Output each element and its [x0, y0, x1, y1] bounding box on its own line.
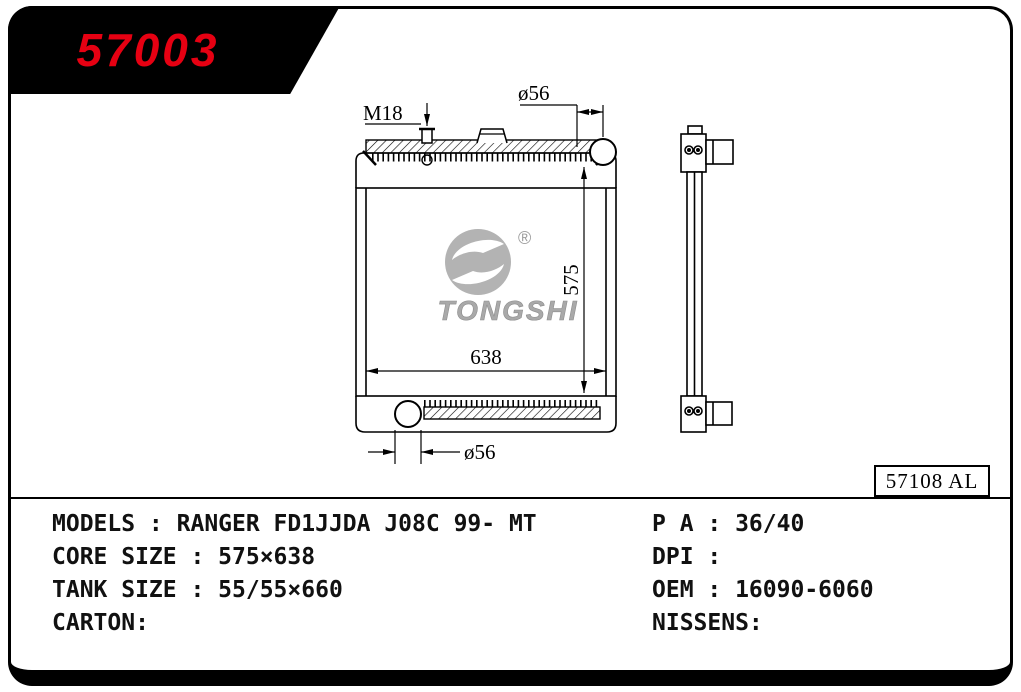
top-port-label: ø56 [518, 81, 550, 105]
material-code-box: 57108 AL [874, 465, 990, 497]
width-label: 638 [470, 345, 502, 369]
spec-core-size: CORE SIZE : 575×638 [52, 544, 316, 570]
radiator-front-view [355, 127, 617, 433]
left-bracket [362, 150, 377, 166]
side-bottom-block [680, 395, 707, 433]
spec-nissens: NISSENS: [652, 610, 763, 636]
bottom-tank-hatch [423, 406, 601, 420]
spec-models: MODELS : RANGER FD1JJDA J08C 99- MT [52, 511, 537, 537]
logo-swoosh-top [452, 239, 504, 260]
logo-swoosh-bottom [452, 264, 504, 285]
radiator-cap [476, 128, 508, 144]
dimension-core-width: 638 [366, 345, 606, 374]
top-tank-outline [355, 152, 617, 188]
side-top-block [680, 133, 707, 173]
bottom-port-circle [394, 400, 422, 428]
side-bottom-pipe [705, 401, 733, 426]
filler-neck-hole [421, 154, 433, 166]
logo-circle [445, 229, 511, 295]
core-outline [355, 187, 617, 397]
material-code: 57108 AL [885, 468, 979, 493]
dimension-thread: M18 [363, 101, 430, 126]
specs-divider [11, 497, 1010, 499]
part-number-banner: 57003 [8, 6, 340, 94]
height-label: 575 [559, 264, 583, 296]
side-bottom-bolt-right-dot [695, 408, 700, 413]
specs-left-column: MODELS : RANGER FD1JJDA J08C 99- MT CORE… [52, 508, 652, 640]
dimension-bottom-port: ø56 [368, 430, 496, 464]
spec-carton: CARTON: [52, 610, 149, 636]
side-bottom-bolt-left-dot [686, 408, 691, 413]
side-top-bolt-right-dot [695, 148, 700, 153]
part-number: 57003 [76, 24, 220, 76]
registered-mark-icon: ® [518, 228, 531, 248]
side-top-bolt-left-dot [686, 148, 691, 153]
thread-label: M18 [363, 101, 403, 125]
specs-right-column: P A : 36/40 DPI : OEM : 16090-6060 NISSE… [652, 508, 997, 640]
specs-section: MODELS : RANGER FD1JJDA J08C 99- MT CORE… [52, 508, 997, 640]
spec-oem: OEM : 16090-6060 [652, 577, 874, 603]
spec-dpi: DPI : [652, 544, 722, 570]
top-port-circle [589, 138, 617, 166]
side-top-cap [687, 125, 703, 135]
spec-tank-size: TANK SIZE : 55/55×660 [52, 577, 343, 603]
dimension-core-height: 575 [559, 167, 587, 393]
side-top-pipe [705, 139, 734, 165]
watermark-logo: ® TONGSHI [437, 228, 578, 326]
dimension-top-port: ø56 [518, 81, 604, 147]
filler-neck [421, 128, 433, 144]
dimensions: M18 ø56 575 638 ø56 [363, 81, 606, 464]
radiator-side-view [680, 125, 734, 433]
watermark-brand: TONGSHI [437, 295, 578, 326]
bottom-tank-outline [355, 396, 617, 433]
page-border-frame [8, 6, 1013, 686]
spec-pa: P A : 36/40 [652, 511, 805, 537]
bottom-port-label: ø56 [464, 440, 496, 464]
